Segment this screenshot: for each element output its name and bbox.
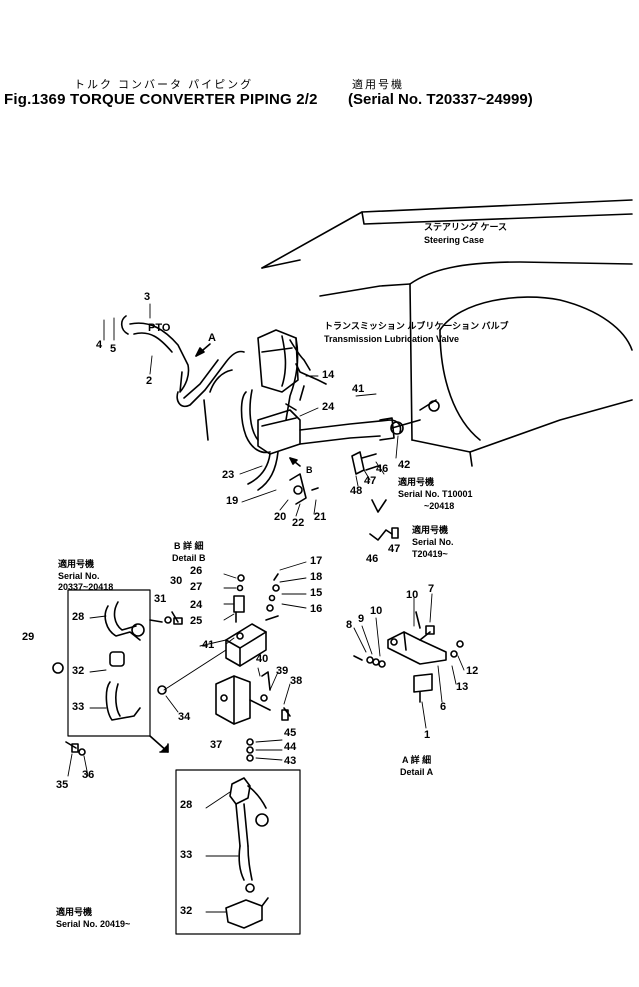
part-number: 32: [72, 665, 85, 677]
part-number: 43: [284, 755, 297, 767]
part-number: 46: [366, 553, 379, 565]
part-number: 36: [82, 769, 95, 781]
part-number: 24: [322, 401, 335, 413]
serial-20337-a: Serial No.: [58, 571, 100, 581]
part-number: 13: [456, 681, 469, 693]
part-number: 9: [358, 613, 365, 625]
part-number: 39: [276, 665, 289, 677]
part-number: 4: [96, 339, 103, 351]
detail-a-label: Detail A: [400, 767, 434, 777]
part-number: 46: [376, 463, 389, 475]
serial-t10001-jp: 適用号機: [398, 477, 435, 487]
part-number: 3: [144, 291, 151, 303]
part-number: 47: [388, 543, 401, 555]
part-number: 16: [310, 603, 323, 615]
serial-20419-box: [175, 769, 301, 935]
part-number: 32: [180, 905, 193, 917]
part-number: 30: [170, 575, 183, 587]
detail-a-label-jp: A 詳 細: [402, 755, 432, 765]
serial-range: (Serial No. T20337~24999): [348, 91, 533, 108]
part-number: 28: [180, 799, 193, 811]
part-number: 17: [310, 555, 323, 567]
part-number: 14: [322, 369, 335, 381]
serial-20419-jp: 適用号機: [56, 907, 93, 917]
view-arrows: [195, 343, 301, 467]
detail-b-label-jp: B 詳 細: [174, 541, 204, 551]
part-number: 47: [364, 475, 377, 487]
part-number: 19: [226, 495, 239, 507]
part-number: 29: [22, 631, 35, 643]
pto-label: PTO: [148, 322, 171, 334]
part-number: 5: [110, 343, 117, 355]
part-number: 45: [284, 727, 297, 739]
part-number: 35: [56, 779, 69, 791]
part-number: 42: [398, 459, 411, 471]
pto-pipe: [120, 315, 245, 441]
lubrication-valve-assembly: [240, 329, 440, 505]
serial-t10001: Serial No. T10001: [398, 489, 473, 499]
part-number: 33: [180, 849, 193, 861]
detail-b-label: Detail B: [172, 553, 206, 563]
serial-20419: Serial No. 20419~: [56, 919, 131, 929]
part-number: 6: [440, 701, 447, 713]
steering-case: [261, 199, 633, 467]
serial-t20419-jp: 適用号機: [412, 525, 449, 535]
figure-title: Fig.1369 TORQUE CONVERTER PIPING 2/2: [4, 91, 318, 108]
part-number: 15: [310, 587, 323, 599]
part-number: 44: [284, 741, 297, 753]
steering-case-label-jp: ステアリング ケース: [424, 222, 508, 232]
part-number: 33: [72, 701, 85, 713]
part-number: 8: [346, 619, 353, 631]
part-number: 48: [350, 485, 363, 497]
serial-20337-jp: 適用号機: [58, 559, 95, 569]
part-number: 22: [292, 517, 305, 529]
serial-range-jp: 適用号機: [352, 79, 404, 91]
serial-20337-b: 20337~20418: [58, 582, 114, 592]
serial-t20419-b: T20419~: [412, 549, 448, 559]
part-number: 18: [310, 571, 323, 583]
arrow-b-label: B: [306, 465, 313, 475]
part-number: 1: [424, 729, 431, 741]
part-number: 27: [190, 581, 203, 593]
part-number: 41: [202, 639, 215, 651]
lub-valve-label-jp: トランスミッション ルブリケーション バルブ: [324, 321, 509, 331]
part-number: 28: [72, 611, 85, 623]
part-number: 40: [256, 653, 269, 665]
title-katakana: トルク コンバータ パイピング: [74, 79, 254, 91]
part-number: 34: [178, 711, 191, 723]
part-number: 41: [352, 383, 365, 395]
part-number: 7: [428, 583, 435, 595]
part-number: 2: [146, 375, 153, 387]
leader-lines: [67, 303, 465, 913]
detail-a-parts: [353, 611, 464, 703]
lub-valve-label: Transmission Lubrication Valve: [324, 334, 460, 344]
part-number: 20: [274, 511, 287, 523]
part-number: 38: [290, 675, 303, 687]
serial-t20419-a: Serial No.: [412, 537, 454, 547]
part-number: 25: [190, 615, 203, 627]
serial-t10001-end: ~20418: [424, 501, 455, 511]
part-number: 23: [222, 469, 235, 481]
steering-case-label: Steering Case: [424, 235, 485, 245]
part-number: 37: [210, 739, 223, 751]
part-number: 10: [370, 605, 383, 617]
part-number: 10: [406, 589, 419, 601]
arrow-a-label: A: [208, 332, 216, 344]
part-number: 31: [154, 593, 167, 605]
part-number: 26: [190, 565, 203, 577]
detail-b-parts: [157, 573, 291, 762]
serial-20337-box: [52, 589, 183, 756]
part-number: 21: [314, 511, 327, 523]
part-number: 24: [190, 599, 203, 611]
part-number: 12: [466, 665, 479, 677]
